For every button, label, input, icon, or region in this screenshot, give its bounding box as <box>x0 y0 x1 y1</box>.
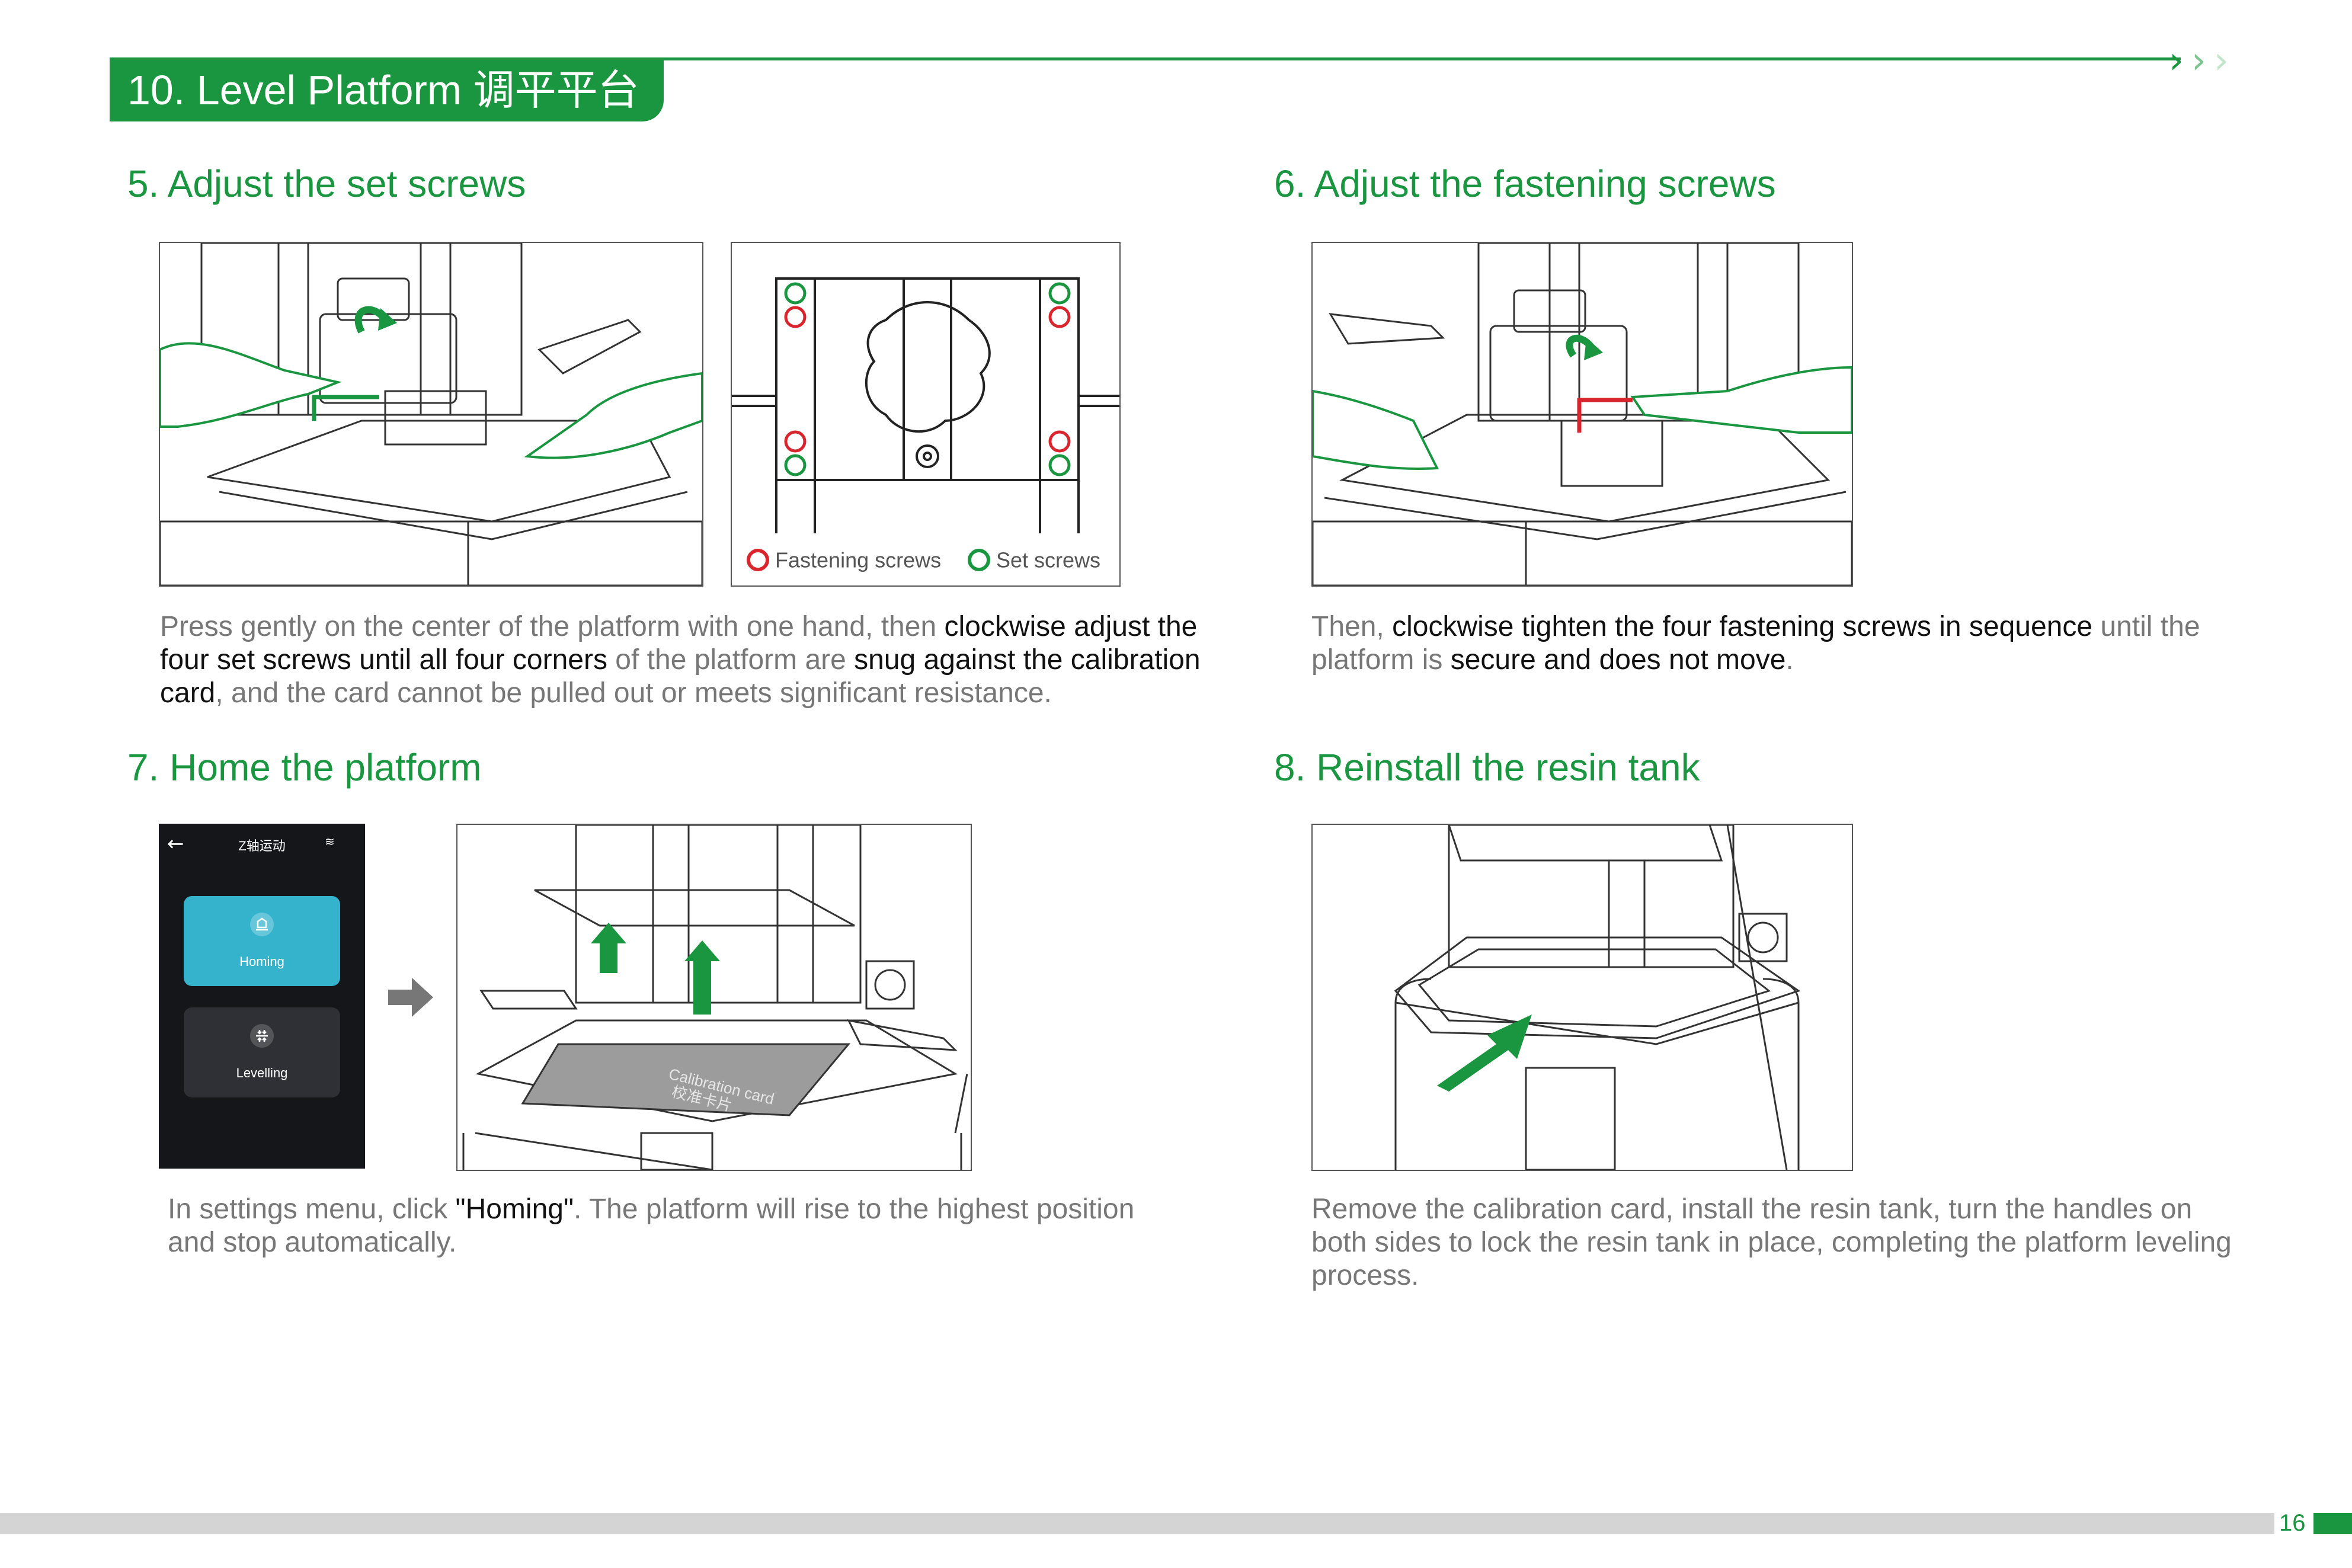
fastening-screws-illustration <box>1311 242 1853 587</box>
levelling-button[interactable]: Levelling <box>184 1007 340 1097</box>
page-number: 16 <box>2279 1510 2306 1536</box>
homing-illustration: Calibration card 校准卡片 <box>456 824 972 1171</box>
screen-title: Z轴运动 <box>238 839 286 853</box>
green-ring-icon <box>968 549 990 572</box>
levelling-label: Levelling <box>236 1065 288 1080</box>
wifi-icon: ≋ <box>325 834 335 849</box>
platform-top-view-icon <box>732 277 1119 533</box>
red-ring-icon <box>747 549 769 572</box>
step-7-description: In settings menu, click "Homing". The pl… <box>168 1193 1135 1258</box>
footer-accent <box>2313 1513 2352 1534</box>
homing-button[interactable]: Homing <box>184 896 340 986</box>
set-screws-illustration <box>159 242 703 587</box>
page-title: 10. Level Platform 调平平台 <box>127 67 639 113</box>
legend-fastening-label: Fastening screws <box>775 548 942 572</box>
legend-fastening: Fastening screws <box>747 547 941 572</box>
printer-resin-tank-illustration-icon <box>1394 825 1801 1170</box>
screw-layout-diagram: Fastening screws Set screws <box>731 242 1121 587</box>
back-arrow-icon[interactable]: ← <box>167 832 184 856</box>
step-7-title: 7. Home the platform <box>127 746 482 789</box>
homing-label: Homing <box>239 954 284 969</box>
printer-homing-illustration-icon: Calibration card 校准卡片 <box>462 825 968 1170</box>
homing-icon <box>250 913 274 936</box>
next-arrow-icon <box>388 978 433 1020</box>
chevron-right-icon: › <box>2169 39 2184 82</box>
legend-set-label: Set screws <box>996 548 1101 572</box>
header-rule <box>640 57 2181 60</box>
header-tab <box>110 57 664 121</box>
chevron-right-icon: › <box>2214 39 2229 82</box>
step-6-description: Then, clockwise tighten the four fasteni… <box>1311 611 2200 676</box>
chevron-right-icon: › <box>2191 39 2206 82</box>
printer-illustration-icon <box>1313 243 1852 585</box>
step-8-description: Remove the calibration card, install the… <box>1311 1193 2232 1291</box>
step-5-title: 5. Adjust the set screws <box>127 162 526 205</box>
resin-tank-illustration <box>1311 824 1853 1171</box>
step-8-title: 8. Reinstall the resin tank <box>1274 746 1700 789</box>
legend-set: Set screws <box>968 547 1100 572</box>
levelling-icon <box>250 1024 274 1048</box>
footer-bar <box>0 1513 2274 1534</box>
printer-illustration-icon <box>160 243 702 585</box>
printer-touchscreen: ← Z轴运动 ≋ Homing Levelling <box>159 824 365 1169</box>
step-5-description: Press gently on the center of the platfo… <box>160 611 1201 709</box>
step-6-title: 6. Adjust the fastening screws <box>1274 162 1776 205</box>
